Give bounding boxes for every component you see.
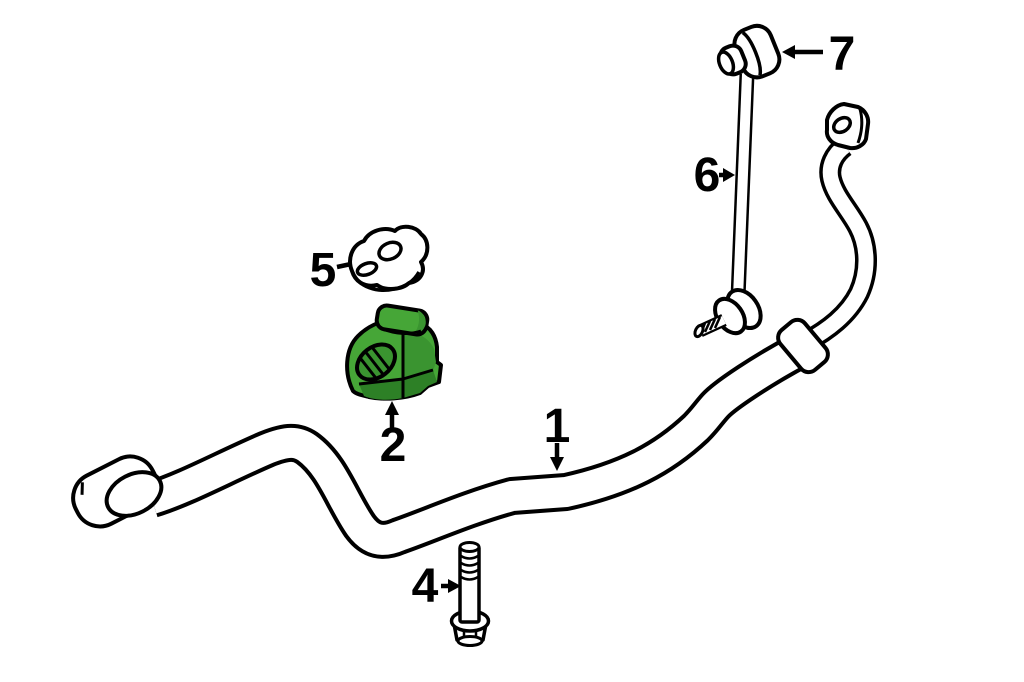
callout-1-arrow [550,443,564,471]
callout-arrows [336,45,823,593]
part-stabilizer-link [693,73,763,339]
bar-collar-ring [776,317,830,375]
callout-5-leader [336,261,352,270]
part-flange-bolt [449,541,491,647]
callout-label-2[interactable]: 2 [379,419,407,472]
part-bushing-bracket [348,224,430,292]
bar-left-end [71,454,164,529]
part-link-bushing [716,23,782,80]
bar-right-end-block [824,102,871,151]
callout-label-7[interactable]: 7 [828,28,856,81]
callout-label-4[interactable]: 4 [411,560,439,613]
callout-6-arrow [719,168,735,182]
part-stabilizer-bar [71,102,877,559]
callout-2-arrow [385,401,399,429]
callout-7-arrow [782,45,823,59]
link-lower-stud [693,288,763,339]
callout-label-6[interactable]: 6 [693,149,721,202]
callout-label-1[interactable]: 1 [543,400,571,453]
callout-4-arrow [441,579,461,593]
callout-label-5[interactable]: 5 [309,244,337,297]
part-stabilizer-bushing-highlighted[interactable] [345,303,443,401]
